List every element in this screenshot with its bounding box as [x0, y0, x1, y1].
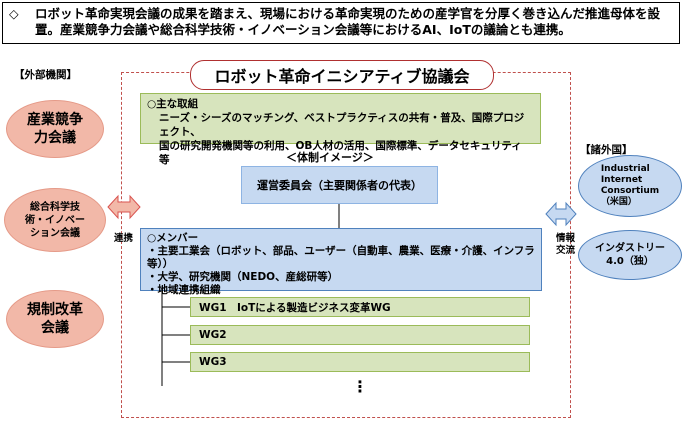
wg-item: WG2	[190, 325, 530, 345]
members-heading: ○メンバー	[147, 232, 199, 244]
activities-line: 国の研究開発機関等の利用、OB人材の活用、国際標準、データセキュリティ 等	[159, 140, 522, 166]
council-title: ロボット革命イニシアティブ協議会	[190, 60, 494, 90]
right-link-label: 情報 交流	[556, 233, 576, 256]
members-line: ・主要工業会（ロボット、部品、ユーザー（自動車、農業、医療・介護、インフラ等））	[147, 245, 535, 270]
steering-committee-box: 運営委員会（主要関係者の代表）	[241, 166, 438, 204]
left-double-arrow	[107, 194, 141, 220]
left-link-label: 連携	[114, 233, 134, 244]
more-wg-ellipsis: ⋮	[352, 377, 368, 396]
summary-note: ◇ ロボット革命実現会議の成果を踏まえ、現場における革命実現のための産学官を分厚…	[2, 2, 680, 44]
external-org-oval: 規制改革 会議	[6, 290, 104, 348]
main-activities-box: ○主な取組 ニーズ・シーズのマッチング、ベストプラクティスの共有・普及、国際プロ…	[140, 93, 541, 166]
diamond-icon: ◇	[9, 6, 19, 21]
foreign-org-oval: Industrial Internet Consortium （米国）	[578, 155, 682, 217]
foreign-orgs-label: 【諸外国】	[580, 144, 633, 156]
members-box: ○メンバー ・主要工業会（ロボット、部品、ユーザー（自動車、農業、医療・介護、イ…	[140, 228, 542, 296]
external-org-oval: 総合科学技 術・イノベー ション会議	[4, 188, 106, 252]
members-line: ・地域連携組織	[147, 284, 221, 296]
structure-heading: ＜体制イメージ＞	[286, 151, 374, 164]
right-double-arrow	[545, 201, 577, 227]
foreign-org-oval: インダストリー 4.0（独）	[578, 230, 682, 280]
activities-heading: ○主な取組	[147, 98, 199, 110]
external-orgs-label: 【外部機関】	[14, 69, 77, 81]
members-line: ・大学、研究機関（NEDO、産総研等）	[147, 271, 339, 283]
wg-item: WG3	[190, 352, 530, 372]
wg-item: WG1 IoTによる製造ビジネス変革WG	[190, 297, 530, 317]
external-org-oval: 産業競争 力会議	[6, 100, 104, 158]
activities-line: ニーズ・シーズのマッチング、ベストプラクティスの共有・普及、国際プロジェクト、	[159, 112, 525, 138]
summary-text: ロボット革命実現会議の成果を踏まえ、現場における革命実現のための産学官を分厚く巻…	[35, 6, 661, 37]
